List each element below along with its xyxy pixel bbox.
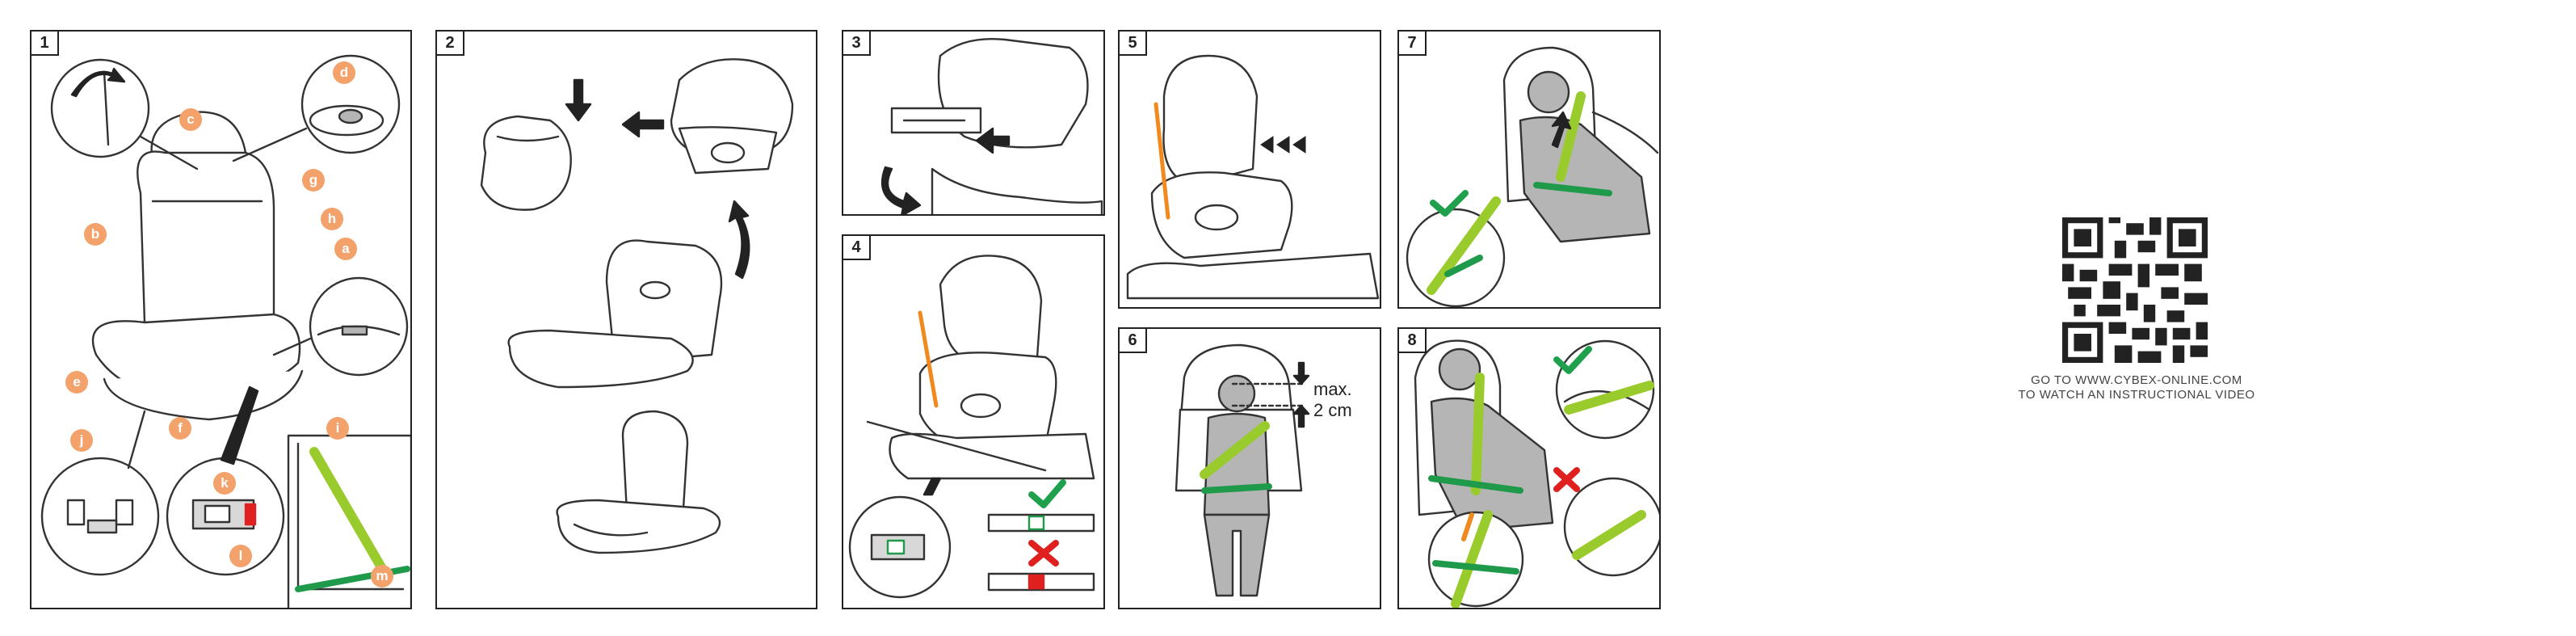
step-number: 8 <box>1399 329 1427 353</box>
headrest-height-illustration <box>1175 343 1310 597</box>
step-8-panel: 8 <box>1397 327 1661 609</box>
step-7-panel: 7 <box>1397 30 1661 309</box>
lap-belt-illustration <box>1414 339 1659 608</box>
step-2-panel: 2 <box>435 30 817 609</box>
label-b: b <box>84 223 107 246</box>
measure-max-label: max. <box>1313 379 1352 399</box>
step-number: 3 <box>843 32 871 56</box>
shoulder-belt-illustration <box>1406 46 1659 307</box>
step-1-panel: 1 <box>30 30 412 609</box>
label-i: i <box>326 417 349 440</box>
seat-overview-illustration <box>40 54 410 608</box>
label-g: g <box>302 169 325 192</box>
qr-caption-line-1: GO TO WWW.CYBEX-ONLINE.COM <box>2031 373 2242 387</box>
label-c: c <box>179 108 202 131</box>
label-l: l <box>229 545 252 567</box>
isofix-connect-illustration <box>881 38 1103 214</box>
measure-distance-label: 2 cm <box>1313 400 1352 420</box>
label-h: h <box>321 208 343 230</box>
qr-caption-line-2: TO WATCH AN INSTRUCTIONAL VIDEO <box>2018 388 2255 402</box>
label-f: f <box>169 417 191 440</box>
step-4-panel: 4 <box>842 234 1105 609</box>
label-d: d <box>333 61 355 84</box>
label-e: e <box>65 371 88 394</box>
step-number: 4 <box>843 236 871 260</box>
step-number: 6 <box>1120 329 1147 353</box>
step-5-panel: 5 <box>1118 30 1381 309</box>
label-j: j <box>70 429 93 452</box>
isofix-lock-illustration <box>848 255 1095 599</box>
step-number: 5 <box>1120 32 1147 56</box>
step-number: 1 <box>32 32 59 56</box>
qr-code-icon[interactable] <box>2062 217 2208 363</box>
step-3-panel: 3 <box>842 30 1105 216</box>
label-a: a <box>334 238 357 260</box>
step-number: 7 <box>1399 32 1427 56</box>
label-k: k <box>213 472 236 495</box>
step-6-panel: 6 max. 2 cm <box>1118 327 1381 609</box>
label-m: m <box>371 565 393 588</box>
step-number: 2 <box>437 32 464 56</box>
seat-assembly-illustration <box>480 58 794 554</box>
push-back-illustration <box>1126 54 1380 300</box>
